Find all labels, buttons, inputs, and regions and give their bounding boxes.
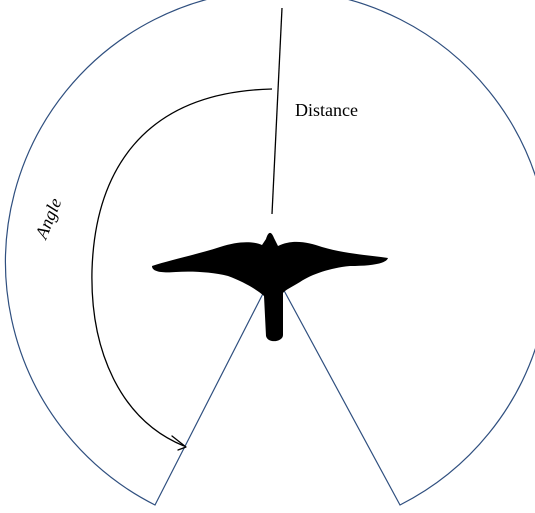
bird-silhouette-icon — [152, 232, 388, 342]
bird-body — [152, 232, 388, 342]
angle-arrowhead — [171, 435, 187, 451]
distance-label: Distance — [295, 100, 358, 120]
distance-line — [271, 7, 283, 215]
angle-arc — [91, 88, 273, 447]
